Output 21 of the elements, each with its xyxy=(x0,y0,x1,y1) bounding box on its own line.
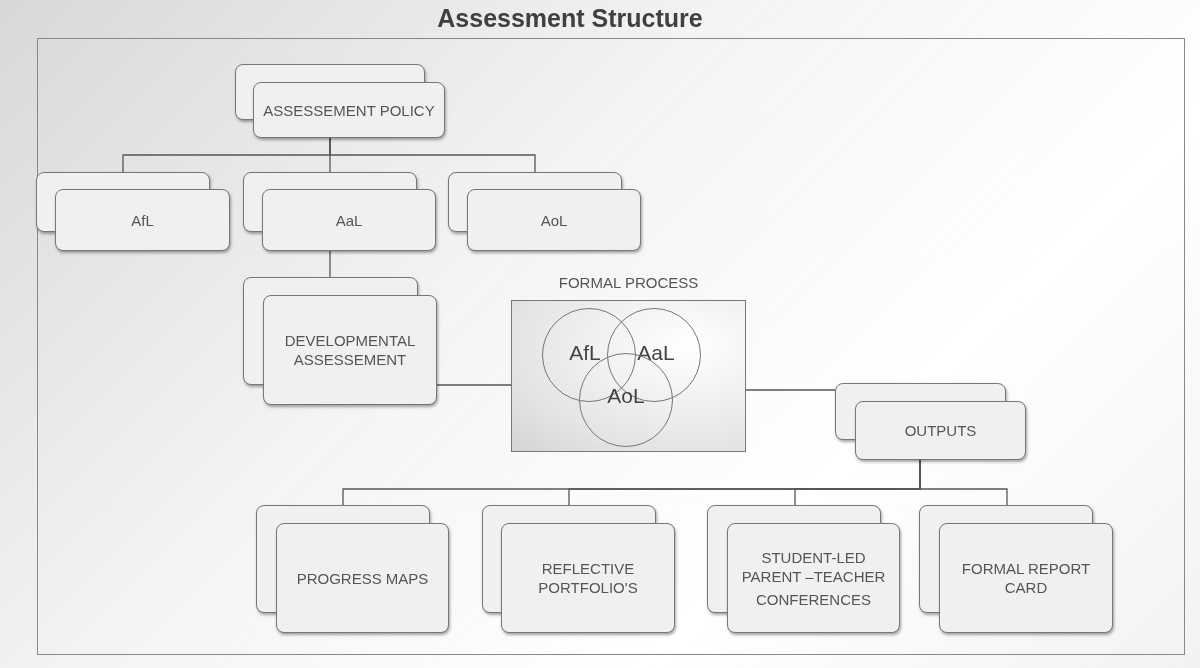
circle-label: AaL xyxy=(637,341,675,365)
box-label: AfL xyxy=(131,210,154,230)
circle-label: AoL xyxy=(607,384,645,408)
box-label: DEVELOPMENTAL ASSESSEMENT xyxy=(283,331,417,369)
circle-label: AfL xyxy=(569,341,601,365)
diagram-title: Assessment Structure xyxy=(436,3,704,34)
box-label: PROGRESS MAPS xyxy=(296,568,429,588)
connector-line xyxy=(329,137,536,173)
panel-heading: FORMAL PROCESS xyxy=(558,273,699,293)
box-label: ASSESSEMENT POLICY xyxy=(263,100,435,120)
box-label: STUDENT-LED PARENT –TEACHER xyxy=(740,547,887,586)
connector-line xyxy=(919,459,1008,506)
box-label: REFLECTIVE PORTFOLIO'S xyxy=(537,559,639,597)
box-label: AoL xyxy=(540,210,568,230)
box-label: AaL xyxy=(335,210,363,230)
box-label: CONFERENCES xyxy=(756,589,871,609)
box-label: OUTPUTS xyxy=(904,421,977,440)
connector-line xyxy=(329,250,331,278)
connector-line xyxy=(436,384,512,386)
box-label: FORMAL REPORT CARD xyxy=(960,559,1092,597)
connector-line xyxy=(745,389,836,391)
